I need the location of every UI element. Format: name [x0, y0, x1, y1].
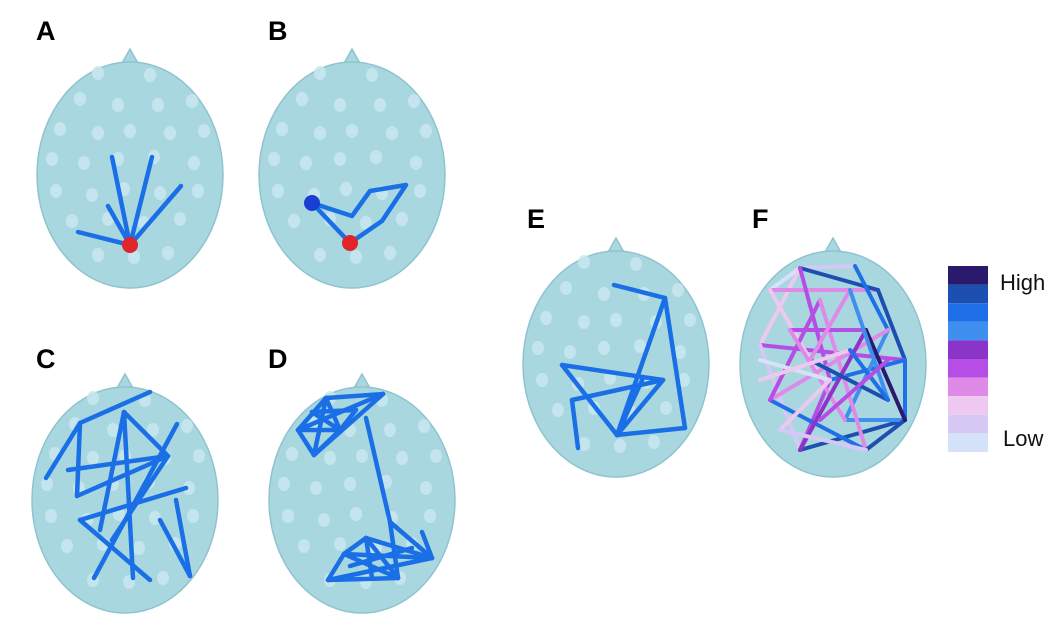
connectivity-edges [75, 154, 184, 248]
panel-b: B [258, 16, 446, 289]
panel-label-f: F [752, 204, 769, 234]
head-outline [258, 48, 446, 289]
target-node [304, 195, 320, 211]
panel-f: F [739, 204, 927, 478]
panel-label-e: E [527, 204, 545, 234]
legend-swatch [948, 266, 988, 285]
legend-swatch [948, 414, 988, 434]
seed-node [122, 237, 138, 253]
connectivity-edges [43, 389, 193, 583]
panel-label-a: A [36, 16, 56, 46]
legend-swatch [948, 396, 988, 415]
legend-low-label: Low [1003, 426, 1043, 451]
panel-e: E [522, 204, 710, 478]
panel-c: C [31, 344, 219, 614]
legend-swatch [948, 377, 988, 397]
connectivity-edges [295, 391, 435, 583]
panel-d: D [268, 344, 456, 614]
panel-label-c: C [36, 344, 56, 374]
panel-a: A [36, 16, 224, 289]
legend-swatches [948, 266, 988, 452]
connectivity-edges [758, 264, 907, 452]
legend-swatch [948, 359, 988, 378]
legend-swatch [948, 284, 988, 304]
legend-high-label: High [1000, 270, 1045, 295]
connectivity-edges [559, 282, 688, 451]
legend-swatch [948, 303, 988, 322]
legend-swatch [948, 340, 988, 359]
legend-swatch [948, 433, 988, 452]
electrode-grid [278, 391, 442, 589]
head-outline [268, 373, 456, 614]
legend-swatch [948, 321, 988, 341]
panel-label-b: B [268, 16, 288, 46]
panel-label-d: D [268, 344, 288, 374]
color-legend: High Low [948, 266, 1045, 452]
seed-node [342, 235, 358, 251]
head-outline [522, 237, 710, 478]
